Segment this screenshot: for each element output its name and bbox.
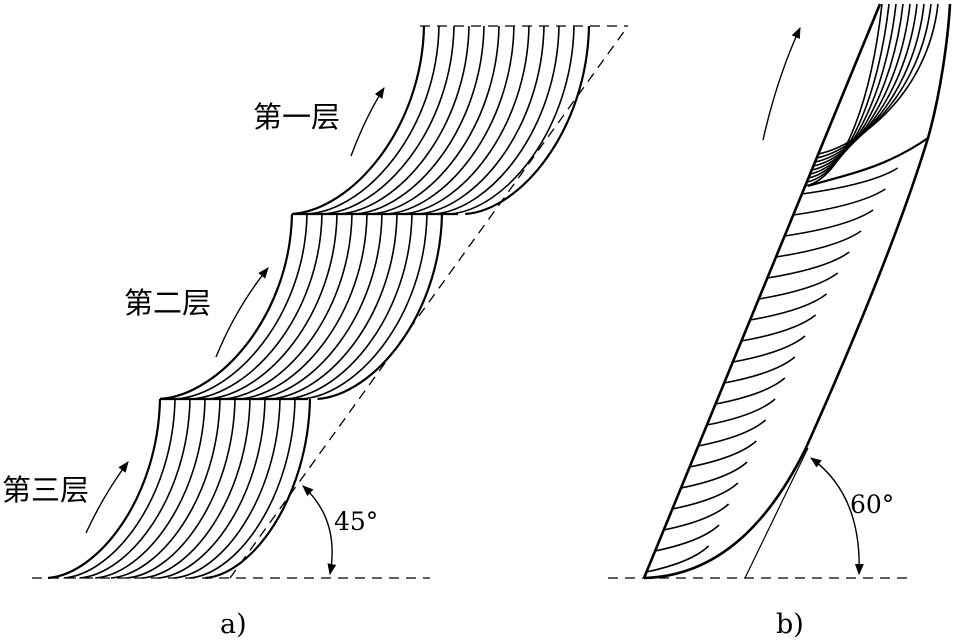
cut-line [732, 335, 806, 363]
cut-line [749, 293, 828, 321]
diagram-a-angle-label: 45° [334, 507, 378, 536]
cut-line [254, 213, 383, 400]
cut-line [205, 398, 312, 580]
cut-line [222, 213, 353, 400]
layer-3-direction-arrow [85, 461, 129, 534]
cut-line [698, 419, 767, 447]
cut-line [809, 3, 904, 175]
cut-line [818, 3, 939, 155]
cut-line [402, 25, 530, 215]
layer-2-label: 第二层 [124, 286, 211, 320]
diagram-b-outer-edge [643, 3, 952, 580]
cut-line [741, 314, 817, 342]
cut-line [79, 398, 191, 579]
cut-line [270, 213, 398, 400]
cut-line [301, 213, 428, 400]
cut-line [680, 461, 748, 489]
layer-1-cut-lines [291, 25, 591, 216]
diagram-b-cut-lines [646, 167, 899, 573]
cut-line [784, 209, 874, 237]
diagram-a-caption: a) [220, 609, 247, 640]
cut-line [323, 25, 455, 215]
cut-line [715, 377, 786, 405]
layer-1-label: 第一层 [253, 100, 340, 134]
cut-line [142, 398, 251, 579]
cut-line [189, 398, 296, 579]
diagram-b-angle-arc [810, 457, 864, 576]
diagram-b-angle-label: 60° [850, 490, 894, 519]
diagram-b-60deg-guide [744, 447, 809, 579]
layer-2-direction-arrow [215, 267, 269, 358]
cut-line [672, 482, 739, 510]
cut-boundary [807, 137, 929, 188]
cut-line [417, 25, 545, 215]
cut-line [801, 167, 899, 195]
layer-3-label: 第三层 [2, 473, 89, 507]
cut-line [317, 213, 444, 401]
cut-line [814, 3, 925, 163]
cut-line [775, 230, 862, 258]
cut-line [158, 398, 266, 579]
cut-line [238, 213, 368, 400]
cut-line [339, 25, 470, 215]
cut-line [285, 213, 413, 400]
layer-3-cut-lines [47, 398, 312, 580]
cut-line [95, 398, 206, 579]
cut-line [126, 398, 236, 579]
cut-line [110, 398, 221, 579]
cut-line [291, 25, 426, 216]
cut-line [654, 524, 720, 552]
diagram-a-layered-cutting: 第一层 第二层 第三层 45° a) [2, 25, 629, 640]
cut-line [191, 213, 323, 400]
cut-line [767, 251, 850, 279]
cut-line [758, 272, 839, 300]
cut-line [207, 213, 338, 400]
diagram-b-left-edge [642, 3, 882, 579]
cut-line [386, 25, 515, 215]
cut-line [706, 398, 776, 426]
cut-line [63, 398, 176, 579]
diagram-a-angle-arc [302, 485, 337, 576]
cut-line [175, 213, 308, 400]
diagram-b-inclined-cutting: 60° b) [608, 3, 952, 640]
layer-1-direction-arrow [350, 87, 385, 157]
cut-line [813, 3, 918, 167]
cut-line [689, 440, 757, 468]
cut-line [47, 398, 162, 580]
cut-line [805, 3, 883, 187]
cut-line [808, 3, 897, 179]
cut-line [449, 25, 575, 215]
cut-line [370, 25, 500, 215]
cut-line [724, 356, 796, 384]
cut-line [793, 188, 886, 216]
diagram-b-top-cut-lines [805, 3, 939, 188]
cut-line [465, 25, 591, 216]
diagram-b-direction-arrow [762, 26, 801, 141]
cut-line [354, 25, 485, 215]
layer-2-cut-lines [159, 213, 444, 401]
cut-line [433, 25, 560, 215]
cut-line [811, 3, 911, 171]
cut-line [307, 25, 440, 215]
diagram-a-45deg-guide [229, 25, 629, 579]
diagram-b-caption: b) [776, 609, 804, 640]
cut-line [159, 213, 294, 401]
cut-line [816, 3, 932, 159]
cut-line [646, 545, 710, 573]
cut-line [173, 398, 281, 579]
cut-line [663, 503, 730, 531]
cut-line [806, 3, 890, 183]
